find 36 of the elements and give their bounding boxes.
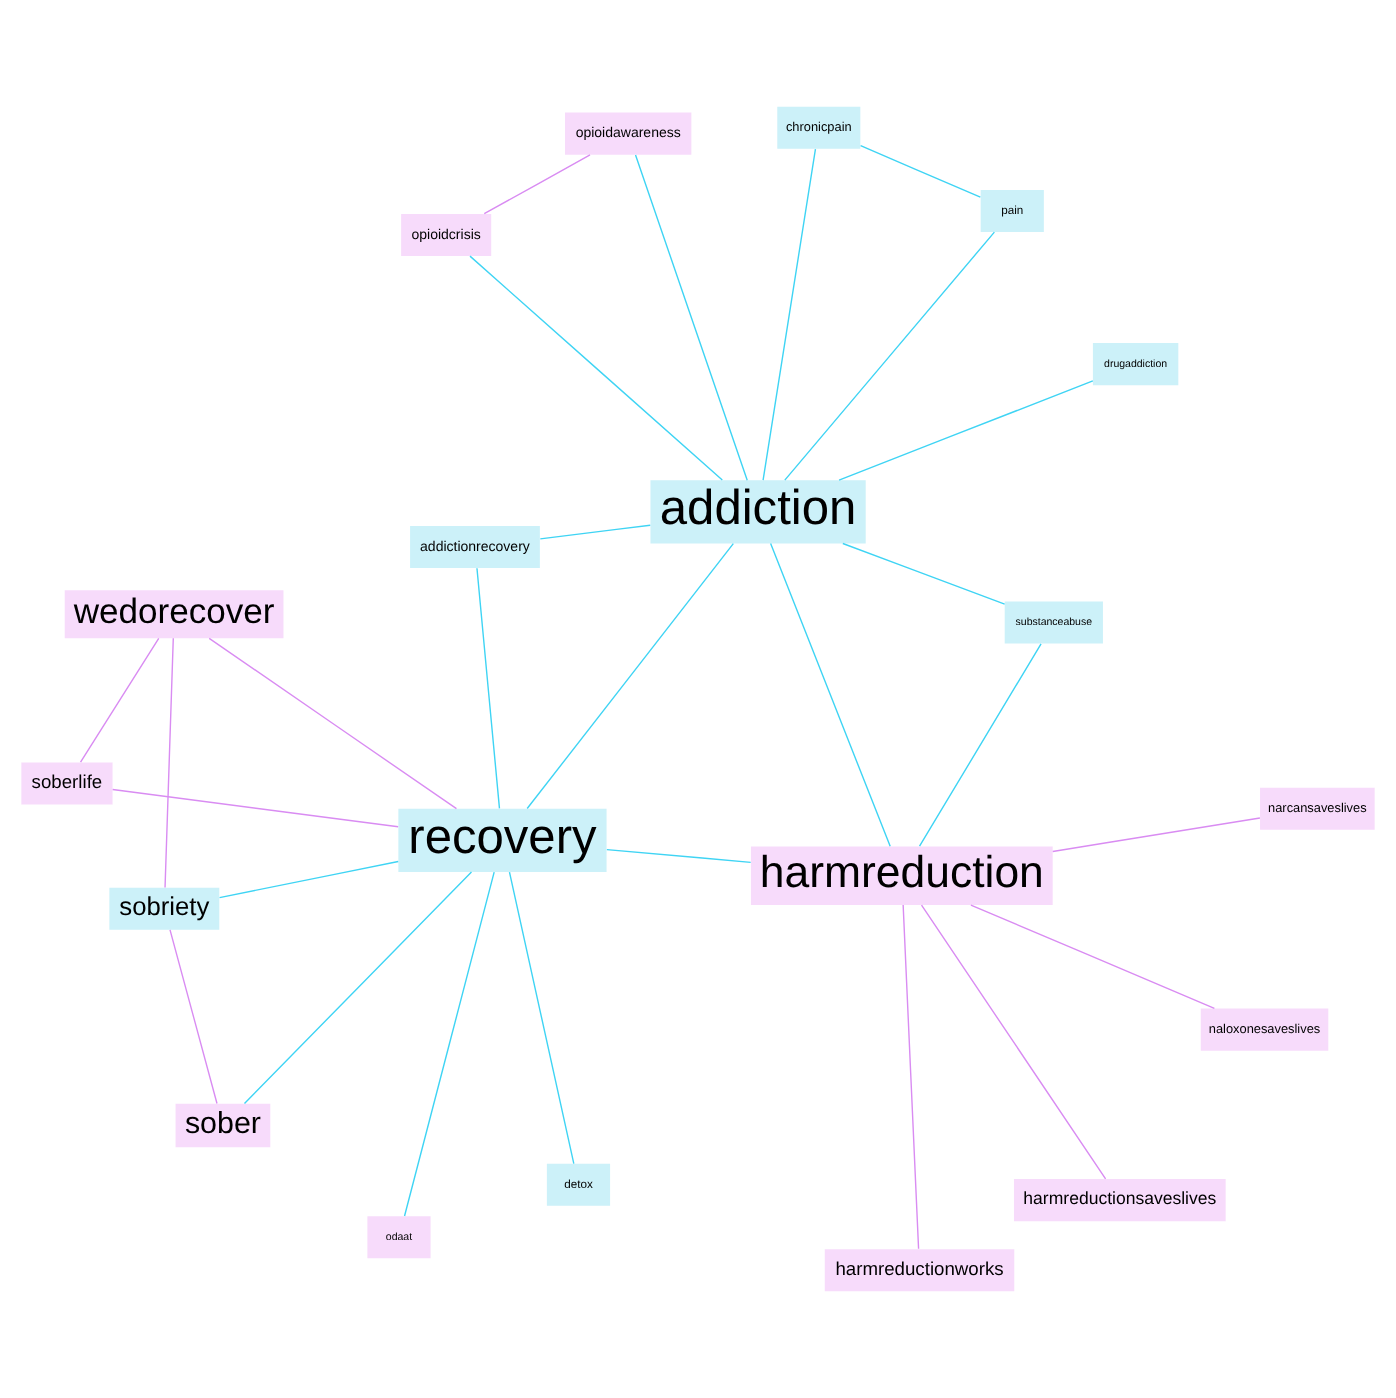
connector (476, 567, 501, 810)
node-box: wedorecover (64, 590, 284, 639)
connector (243, 871, 473, 1105)
connector (769, 542, 891, 847)
connector (79, 637, 160, 763)
node-box: sobriety (109, 887, 220, 930)
connector (859, 145, 982, 198)
connector (469, 255, 723, 481)
connector (208, 637, 458, 810)
node-box: addiction (650, 480, 866, 544)
connector (483, 154, 591, 215)
connector (762, 148, 817, 481)
node-box: recovery (398, 808, 607, 872)
node-box: harmreductionworks (824, 1249, 1015, 1292)
node-box: soberlife (21, 762, 113, 805)
connector (539, 524, 651, 540)
connector (902, 904, 920, 1250)
connector (634, 154, 748, 481)
connector (526, 542, 734, 810)
connector (1052, 817, 1261, 853)
connector (218, 860, 399, 899)
connector (508, 871, 575, 1165)
connector (164, 637, 174, 889)
connector (403, 871, 495, 1217)
connector (784, 231, 996, 481)
connector (169, 929, 218, 1105)
connector (838, 380, 1094, 481)
connector (606, 848, 752, 864)
node-box: sober (175, 1103, 271, 1148)
node-box: harmreductionsaveslives (1013, 1179, 1226, 1222)
connector (111, 788, 399, 828)
connector (920, 904, 1107, 1180)
connector (842, 542, 1006, 605)
connector (918, 643, 1042, 847)
node-box: harmreduction (750, 846, 1053, 905)
connector (970, 904, 1216, 1009)
